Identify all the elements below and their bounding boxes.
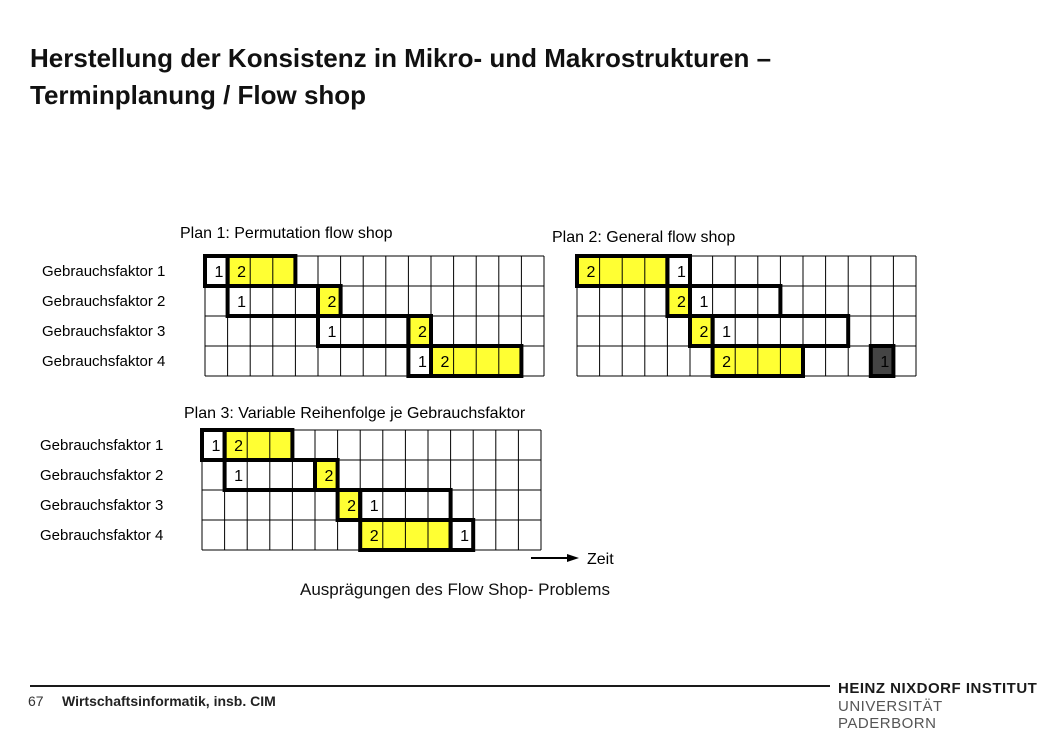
plan2-row2-job-1-label: 1 — [700, 294, 709, 311]
plan3-row1-job-1-label: 1 — [212, 438, 221, 455]
plan1-row4-job-2-label: 2 — [441, 354, 450, 371]
footer-rule — [30, 685, 830, 687]
plan3-row4-job-1-label: 1 — [460, 528, 469, 545]
plan3-row2-job-2-fill — [315, 460, 338, 490]
plan2-row1-job-1-label: 1 — [677, 264, 686, 281]
institute-logo-name: HEINZ NIXDORF INSTITUT — [838, 680, 1038, 697]
plan3-row4-job-2-label: 2 — [370, 528, 379, 545]
plan3-row-label-3: Gebrauchsfaktor 3 — [40, 497, 163, 514]
plan3-row-label-2: Gebrauchsfaktor 2 — [40, 467, 163, 484]
flow-shop-diagram: Plan 1: Permutation flow shopGebrauchsfa… — [40, 225, 917, 568]
plan2-row3-job-2-label: 2 — [700, 324, 709, 341]
time-axis-label: Zeit — [587, 551, 614, 568]
plan2-row2-job-2-fill — [667, 286, 690, 316]
institute-logo-subtitle: UNIVERSITÄT PADERBORN — [838, 698, 943, 732]
plan3-row1-job-2-fill — [224, 430, 293, 460]
title-line-1: Herstellung der Konsistenz in Mikro- und… — [30, 43, 772, 73]
plan1-row2-job-1-label: 1 — [237, 294, 246, 311]
plan3-row2-job-1-label: 1 — [234, 468, 243, 485]
plan1-row3-job-2-fill — [408, 316, 431, 346]
plan2-row4-job-1-fill — [870, 346, 894, 376]
plan3-row2-job-2-block — [313, 458, 340, 492]
slide-title: Herstellung der Konsistenz in Mikro- und… — [30, 40, 1010, 114]
plan3-row1-job-2-label: 2 — [234, 438, 243, 455]
plan2-row4-job-2-label: 2 — [722, 354, 731, 371]
plan1-row-label-2: Gebrauchsfaktor 2 — [42, 293, 165, 310]
plan2-row4-job-2-block — [710, 344, 805, 378]
plan1-row1-job-2-label: 2 — [237, 264, 246, 281]
plan2-row2-job-2-label: 2 — [677, 294, 686, 311]
plan2-row4-job-1-label: 1 — [880, 354, 889, 371]
plan1-row-label-4: Gebrauchsfaktor 4 — [42, 353, 165, 370]
plan1-row-label-1: Gebrauchsfaktor 1 — [42, 263, 165, 280]
plan2-title: Plan 2: General flow shop — [552, 229, 735, 246]
plan1-row3-job-1-label: 1 — [328, 324, 337, 341]
plan1-row4-job-1-label: 1 — [418, 354, 427, 371]
plan1-row2-job-2-label: 2 — [328, 294, 337, 311]
plan1-row3-job-2-label: 2 — [418, 324, 427, 341]
plan3-row4-job-1-block — [448, 518, 476, 552]
plan2-row4-job-1-block — [868, 344, 896, 378]
plan3-row-label-4: Gebrauchsfaktor 4 — [40, 527, 163, 544]
figure-caption: Ausprägungen des Flow Shop- Problems — [300, 580, 610, 599]
plan1-row2-job-2-fill — [318, 286, 341, 316]
plan1-row4-job-2-block — [429, 344, 524, 378]
title-line-2: Terminplanung / Flow shop — [30, 80, 367, 110]
plan1-row1-job-2-fill — [227, 256, 296, 286]
plan3-row3-job-2-fill — [337, 490, 361, 520]
plan1-title: Plan 1: Permutation flow shop — [180, 225, 393, 242]
plan1-row1-job-1-label: 1 — [215, 264, 224, 281]
plan3-row-label-1: Gebrauchsfaktor 1 — [40, 437, 163, 454]
plan2-row1-job-2-label: 2 — [587, 264, 596, 281]
plan3-row2-job-2-label: 2 — [325, 468, 334, 485]
plan2-row3-job-2-fill — [690, 316, 713, 346]
plan2-row3-job-1-label: 1 — [722, 324, 731, 341]
page-number: 67 — [28, 693, 44, 709]
plan3-title: Plan 3: Variable Reihenfolge je Gebrauch… — [184, 405, 526, 422]
time-axis-arrow-head — [567, 554, 579, 562]
plan3-row3-job-1-label: 1 — [370, 498, 379, 515]
plan1-row-label-3: Gebrauchsfaktor 3 — [42, 323, 165, 340]
course-name: Wirtschaftsinformatik, insb. CIM — [62, 693, 276, 709]
plan3-row3-job-2-label: 2 — [347, 498, 356, 515]
